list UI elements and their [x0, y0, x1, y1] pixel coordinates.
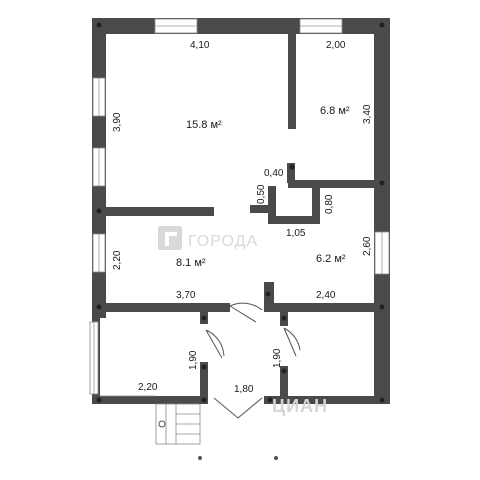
lower-partition-left-bottom: [200, 362, 208, 404]
watermark-gorod-text: ГОРОДА: [188, 233, 258, 250]
dim-closet-right: 0,80: [324, 194, 335, 214]
inner-wall-lower-left: [92, 303, 230, 312]
window-right-1: [374, 231, 390, 275]
corner-dot: [379, 22, 385, 28]
corner-dot: [281, 368, 287, 374]
room-area-bedroom: 6.8 м²: [320, 105, 350, 117]
doors: [205, 302, 301, 419]
dim-right-upper: 3,40: [362, 104, 373, 124]
dim-closet-bottom: 1,05: [286, 228, 306, 239]
corner-dot: [96, 22, 102, 28]
walls: [92, 18, 390, 404]
inner-wall-lower-right: [264, 303, 390, 312]
corner-dot: [379, 304, 385, 310]
entrance-steps: [155, 403, 201, 445]
window-left-3: [92, 233, 106, 273]
corner-dot: [265, 291, 271, 297]
corner-dot: [96, 397, 102, 403]
dim-lower-left-vertical: 1,90: [188, 350, 199, 370]
outer-wall-bottom-right: [264, 396, 390, 404]
inner-wall-bedroom-vertical: [288, 34, 296, 129]
outer-wall-top: [92, 18, 390, 34]
corner-dot: [267, 397, 273, 403]
inner-wall-mid-left: [92, 207, 214, 216]
door-right: [283, 327, 301, 357]
dim-terrace: 2,20: [138, 382, 158, 393]
corner-dot: [289, 164, 295, 170]
corner-dot: [96, 208, 102, 214]
door-left: [205, 329, 225, 359]
dim-mid-right: 2,40: [316, 290, 336, 301]
watermark-cian: ЦИАН: [272, 396, 328, 416]
room-area-left: 8.1 м²: [176, 257, 206, 269]
outer-wall-right-lower: [374, 312, 390, 404]
dim-top-left: 4,10: [190, 40, 210, 51]
dim-right-middle: 2,60: [362, 236, 373, 256]
dim-left-upper: 3,90: [112, 112, 123, 132]
corner-dot: [379, 397, 385, 403]
closet-stub: [250, 205, 272, 213]
dim-left-middle: 2,20: [112, 250, 123, 270]
dim-mid-left: 3,70: [176, 290, 196, 301]
dim-closet-left: 0,50: [256, 184, 267, 204]
dim-stub: 0,40: [264, 168, 284, 179]
inner-wall-bedroom-bottom: [288, 180, 378, 188]
closet-wall-bottom: [268, 216, 320, 224]
dim-top-right: 2,00: [326, 40, 346, 51]
marker-dot: [274, 456, 278, 460]
window-left-1: [92, 77, 106, 117]
door-hall: [229, 302, 263, 323]
door-entrance: [213, 397, 263, 419]
corner-dot: [201, 397, 207, 403]
corner-dot: [201, 364, 207, 370]
inner-wall-stub: [287, 163, 295, 183]
window-top-right: [299, 18, 343, 34]
window-terrace: [89, 321, 99, 395]
closet-wall-right: [312, 186, 320, 224]
marker-dot: [198, 456, 202, 460]
corner-dot: [201, 315, 207, 321]
outer-wall-bottom-left: [92, 396, 208, 404]
watermark-gorod: ГОРОДА: [158, 226, 258, 250]
room-area-living: 15.8 м²: [186, 119, 222, 131]
windows: [89, 18, 390, 395]
room-area-right: 6.2 м²: [316, 253, 346, 265]
window-top-left: [154, 18, 198, 34]
dim-lower-right-vertical: 1,90: [272, 348, 283, 368]
dim-hall: 1,80: [234, 384, 254, 395]
corner-dot: [281, 315, 287, 321]
corner-dot: [379, 180, 385, 186]
window-left-2: [92, 147, 106, 187]
lower-partition-right-bottom: [280, 366, 288, 402]
corner-dot: [96, 304, 102, 310]
